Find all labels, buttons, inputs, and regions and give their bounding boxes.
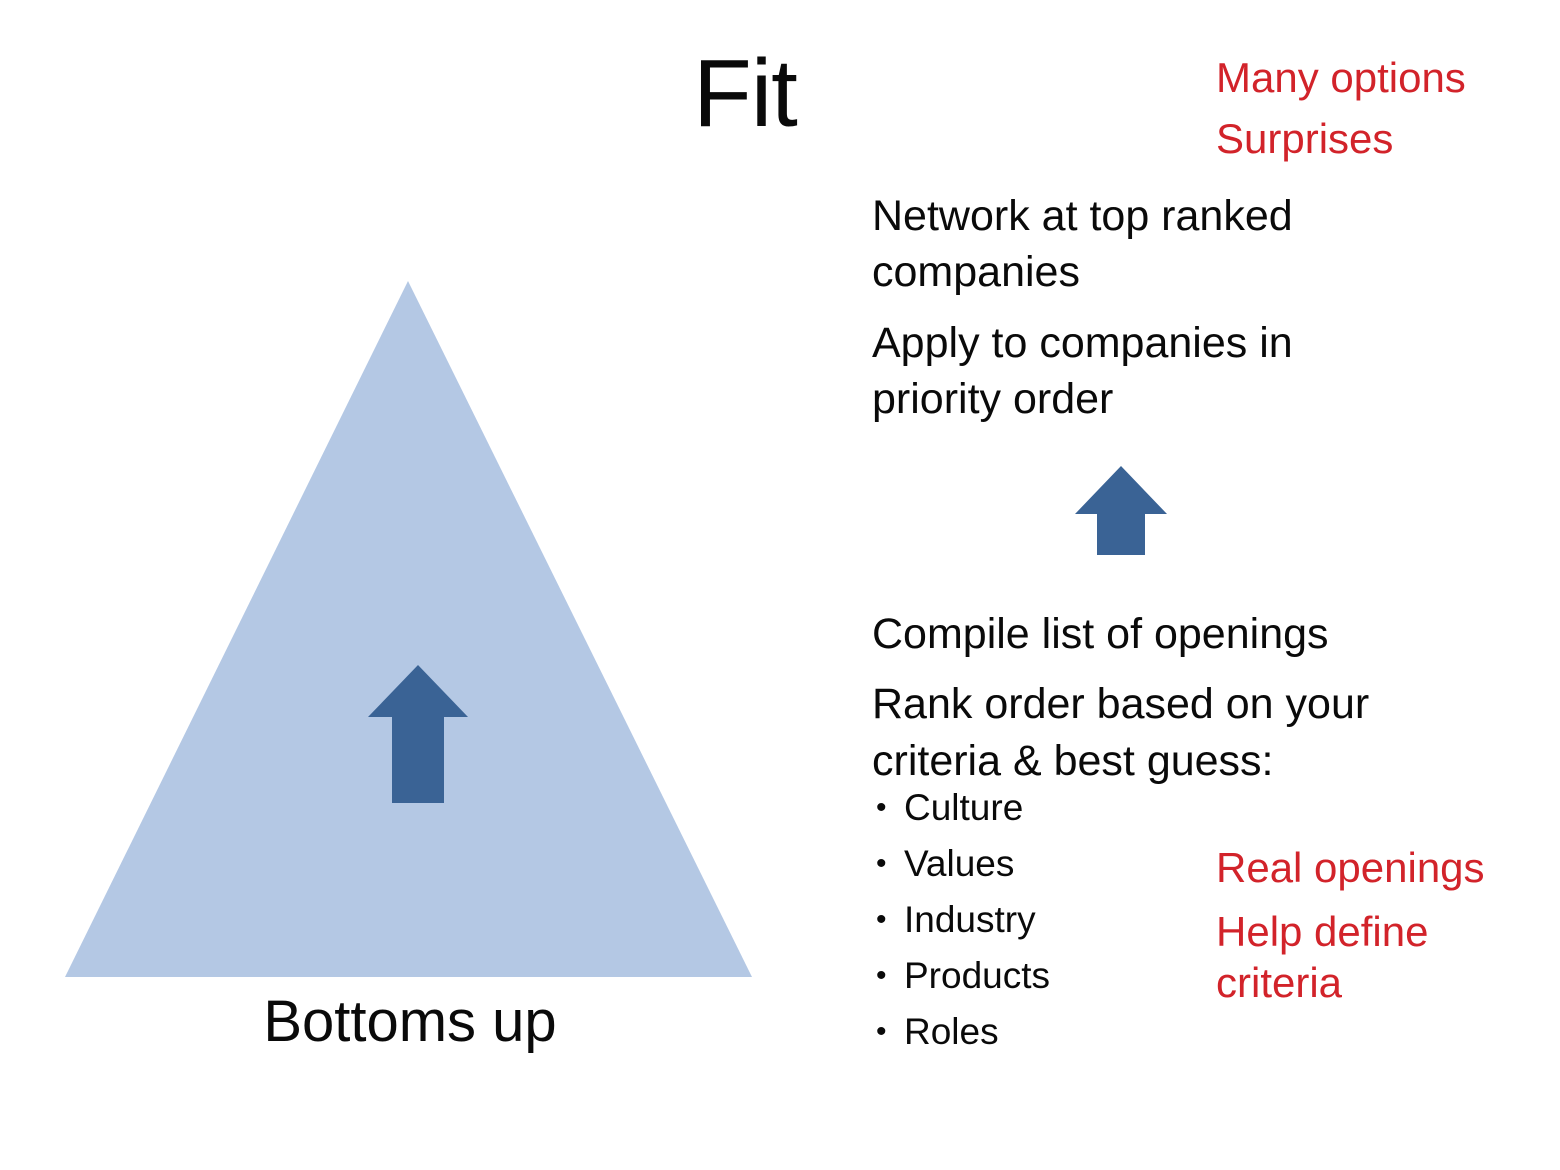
- list-item: • Industry: [876, 892, 1296, 948]
- step-compile-list-of-openings: Compile list of openings: [872, 610, 1329, 658]
- up-arrow-icon: [368, 665, 468, 803]
- criteria-label-roles: Roles: [904, 1011, 999, 1052]
- annotation-line-help-define-criteria: Help define criteria: [1216, 907, 1429, 1007]
- criteria-label-products: Products: [904, 955, 1051, 996]
- pyramid-shape: [55, 270, 765, 985]
- pyramid-triangle-icon: [65, 281, 752, 977]
- step-rank-order-based-on-criteria: Rank order based on your criteria & best…: [872, 680, 1370, 785]
- up-arrow-icon: [1075, 466, 1167, 555]
- step-network-at-top-ranked-companies: Network at top ranked companies: [872, 192, 1293, 297]
- page-title: Fit: [693, 40, 798, 147]
- bullet-dot-icon: •: [876, 1015, 887, 1048]
- criteria-label-culture: Culture: [904, 787, 1024, 828]
- annotation-top-right: Many options Surprises: [1216, 48, 1516, 170]
- pyramid-caption: Bottoms up: [263, 989, 557, 1054]
- bullet-dot-icon: •: [876, 847, 887, 880]
- bullet-dot-icon: •: [876, 903, 887, 936]
- list-item: • Values: [876, 836, 1296, 892]
- criteria-label-values: Values: [904, 843, 1015, 884]
- annotation-line-surprises: Surprises: [1216, 114, 1394, 162]
- pyramid-up-arrow-icon: [366, 663, 470, 805]
- bullet-dot-icon: •: [876, 791, 887, 824]
- criteria-list: • Culture • Values • Industry • Products…: [876, 780, 1296, 1060]
- annotation-line-many-options: Many options: [1216, 54, 1466, 101]
- list-item: • Culture: [876, 780, 1296, 836]
- annotation-bottom-right: Real openings Help define criteria: [1216, 842, 1496, 1009]
- bottom-steps-block: Compile list of openings Rank order base…: [872, 606, 1432, 789]
- step-apply-to-companies-in-priority-order: Apply to companies in priority order: [872, 318, 1293, 423]
- top-steps-block: Network at top ranked companies Apply to…: [872, 188, 1372, 427]
- connector-up-arrow-icon: [1073, 464, 1169, 557]
- list-item: • Roles: [876, 1004, 1296, 1060]
- list-item: • Products: [876, 948, 1296, 1004]
- criteria-label-industry: Industry: [904, 899, 1036, 940]
- bullet-dot-icon: •: [876, 959, 887, 992]
- annotation-line-real-openings: Real openings: [1216, 844, 1485, 891]
